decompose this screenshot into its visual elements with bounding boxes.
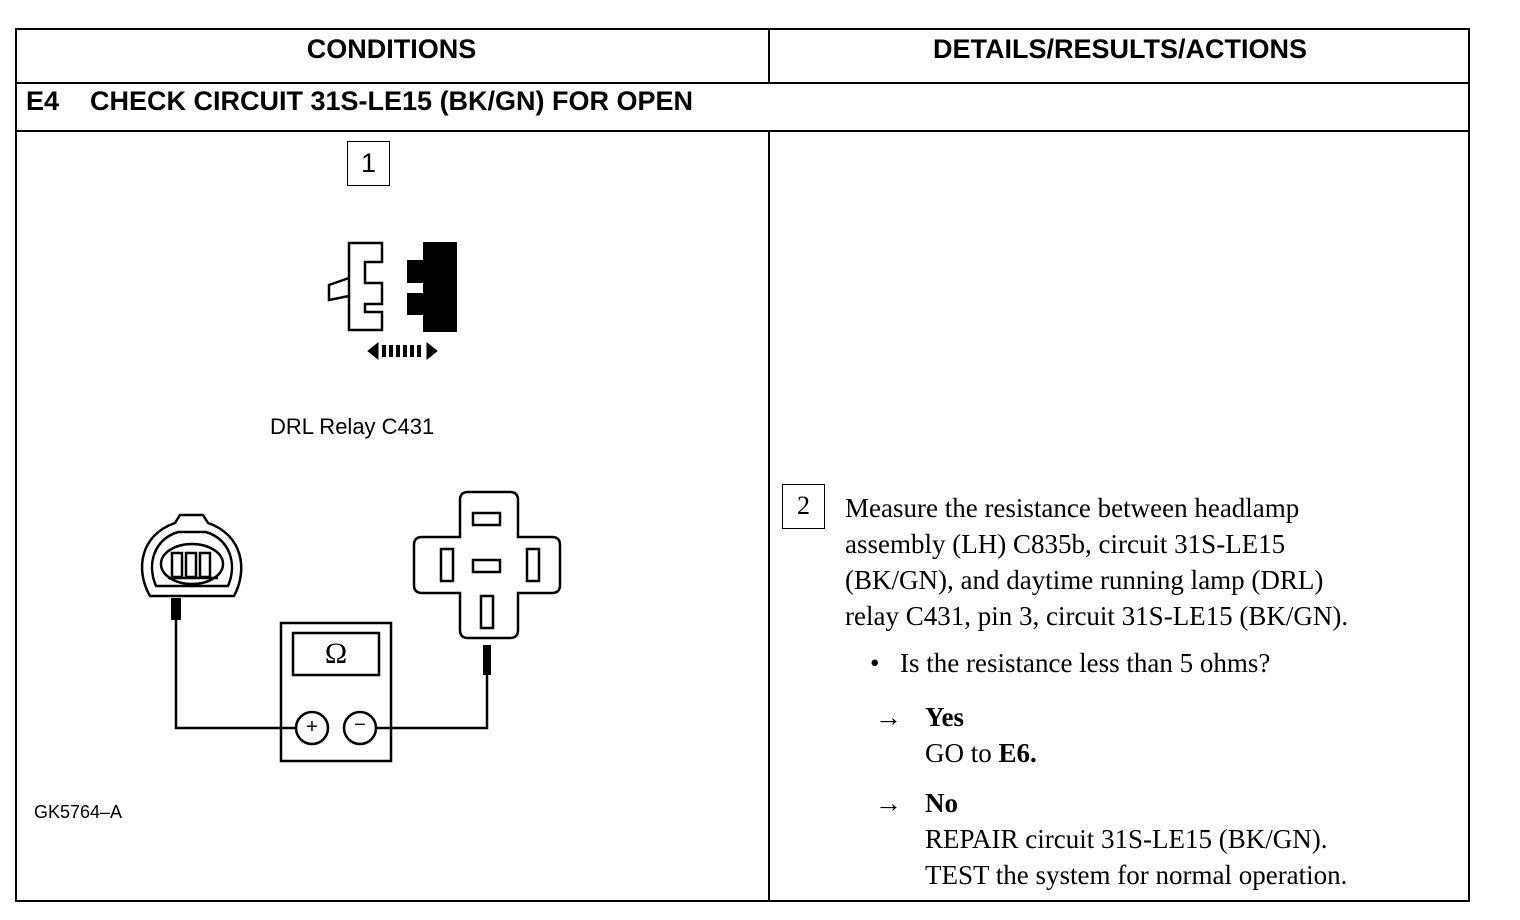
header-divider (15, 82, 1470, 84)
yes-target-link: E6. (998, 738, 1037, 768)
no-arrow-icon: → (875, 788, 902, 818)
step-2-box: 2 (782, 484, 825, 529)
meter-plus-terminal: + (306, 716, 318, 738)
bullet-icon: • (870, 648, 880, 678)
instruction-line: (BK/GN), and daytime running lamp (DRL) (845, 565, 1324, 595)
relay-caption: DRL Relay C431 (270, 414, 435, 439)
instruction-line: Measure the resistance between headlamp (845, 493, 1300, 523)
step-1-box: 1 (347, 141, 390, 186)
no-result-line: REPAIR circuit 31S-LE15 (BK/GN). (925, 824, 1328, 854)
yes-result: GO to E6. (925, 735, 1037, 771)
step-title-row: E4 CHECK CIRCUIT 31S-LE15 (BK/GN) FOR OPE… (26, 86, 693, 117)
yes-option: Yes GO to E6. (925, 699, 1037, 771)
headlamp-connector-icon (140, 513, 243, 620)
conditions-header: CONDITIONS (306, 34, 477, 64)
body-column-divider (768, 130, 770, 902)
test-leads (174, 620, 489, 730)
ohmmeter-icon (279, 621, 393, 763)
no-option: No REPAIR circuit 31S-LE15 (BK/GN). TEST… (925, 785, 1347, 893)
relay-connector-icon (412, 490, 562, 675)
figure-id: GK5764–A (34, 802, 123, 822)
instruction-text: Measure the resistance between headlamp … (845, 490, 1445, 634)
step-title: CHECK CIRCUIT 31S-LE15 (BK/GN) FOR OPEN (90, 86, 694, 116)
connector-disconnect-icon (327, 241, 457, 332)
table-frame (15, 28, 1470, 902)
instruction-line: relay C431, pin 3, circuit 31S-LE15 (BK/… (845, 601, 1349, 631)
ohm-symbol: Ω (324, 637, 348, 670)
step-number: E4 (26, 86, 60, 116)
disconnect-arrow-icon (367, 341, 438, 361)
yes-goto-text: GO to (925, 738, 992, 768)
yes-label: Yes (925, 702, 964, 732)
meter-minus-terminal: − (354, 714, 366, 736)
details-header: DETAILS/RESULTS/ACTIONS (932, 34, 1307, 64)
no-label: No (925, 788, 958, 818)
yes-arrow-icon: → (875, 702, 902, 732)
title-row-divider (15, 130, 1470, 132)
no-result-line: TEST the system for normal operation. (925, 860, 1348, 890)
question-text: Is the resistance less than 5 ohms? (900, 648, 1271, 678)
header-column-divider (768, 28, 770, 83)
instruction-line: assembly (LH) C835b, circuit 31S-LE15 (845, 529, 1286, 559)
